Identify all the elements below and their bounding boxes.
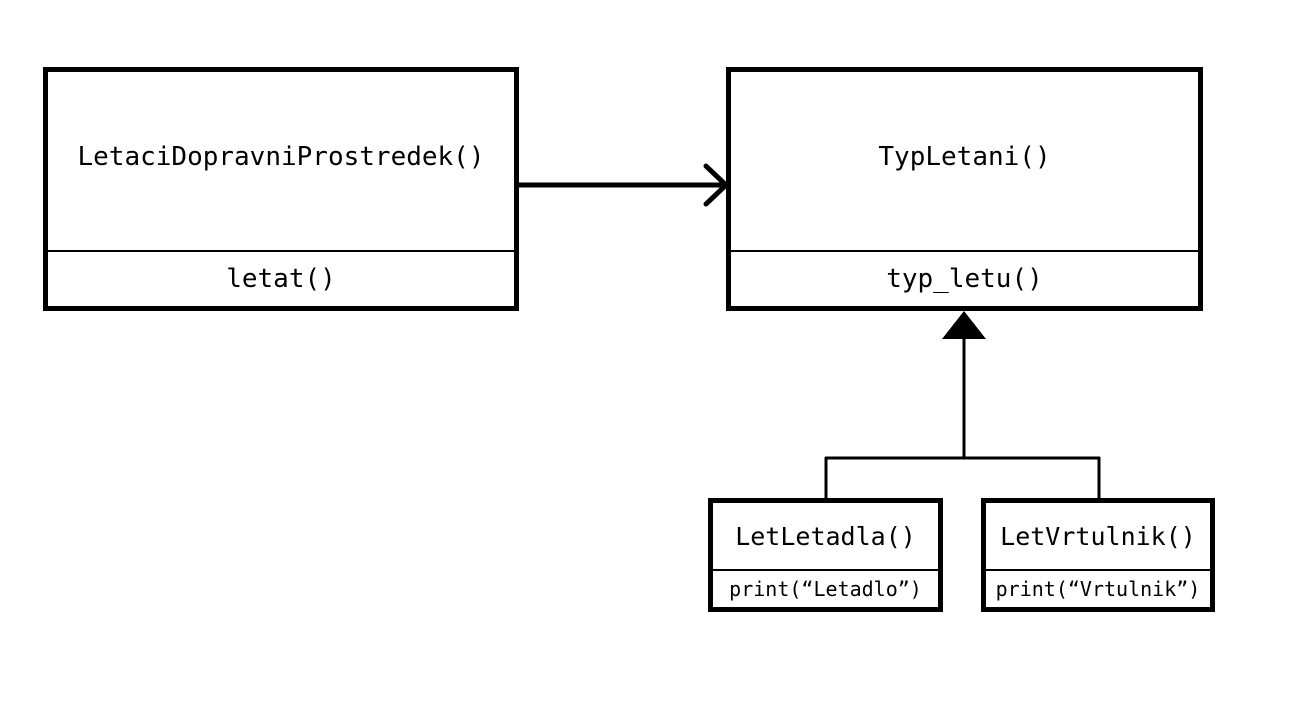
class-method: print(“Letadlo”) bbox=[729, 577, 922, 601]
class-name: LetLetadla() bbox=[713, 503, 938, 571]
class-name: LetaciDopravniProstredek() bbox=[48, 72, 514, 252]
class-name: LetVrtulnik() bbox=[986, 503, 1210, 571]
class-letaci-dopravni-prostredek: LetaciDopravniProstredek() letat() bbox=[43, 67, 519, 311]
inheritance-triangle bbox=[942, 311, 986, 339]
class-typ-letani: TypLetani() typ_letu() bbox=[726, 67, 1203, 311]
class-method: letat() bbox=[226, 264, 336, 294]
class-name: TypLetani() bbox=[731, 72, 1198, 252]
class-let-vrtulnik: LetVrtulnik() print(“Vrtulnik”) bbox=[981, 498, 1215, 612]
class-method: print(“Vrtulnik”) bbox=[995, 577, 1201, 601]
class-method: typ_letu() bbox=[886, 264, 1043, 294]
class-let-letadla: LetLetadla() print(“Letadlo”) bbox=[708, 498, 943, 612]
